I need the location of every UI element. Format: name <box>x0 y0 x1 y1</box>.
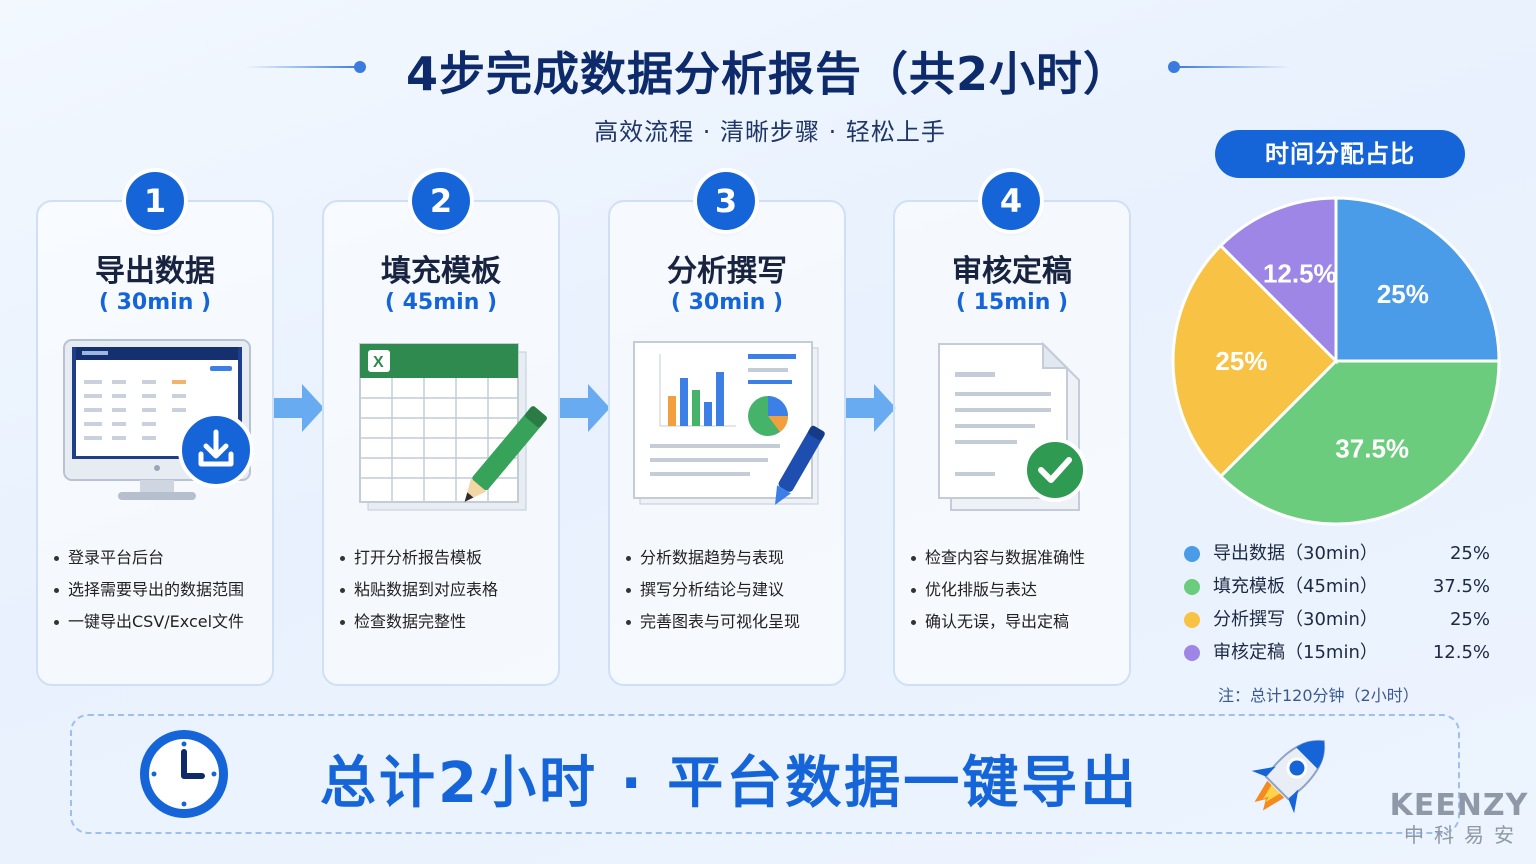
title-row: 4步完成数据分析报告（共2小时） <box>0 34 1536 104</box>
pie-slice <box>1334 196 1501 363</box>
clock-icon <box>134 724 234 824</box>
list-item: 粘贴数据到对应表格 <box>338 574 558 606</box>
legend-swatch <box>1184 645 1200 661</box>
title-decor-line-right <box>1176 66 1291 68</box>
legend-swatch <box>1184 612 1200 628</box>
step-time: ( 45min ) <box>384 290 498 315</box>
step-number-3: 3 <box>697 172 755 230</box>
list-item: 分析数据趋势与表现 <box>624 542 844 574</box>
list-item: 一键导出CSV/Excel文件 <box>52 606 272 638</box>
step-title: 审核定稿 <box>952 254 1072 289</box>
step-number-4: 4 <box>982 172 1040 230</box>
arrow-right-icon <box>844 380 898 436</box>
step-time: ( 30min ) <box>98 290 212 315</box>
step-card-1: 导出数据 ( 30min ) 登录平台后台 <box>36 200 274 686</box>
step-title: 分析撰写 <box>667 254 787 289</box>
step-title: 导出数据 <box>95 254 215 289</box>
page-subtitle: 高效流程 · 清晰步骤 · 轻松上手 <box>594 118 946 146</box>
list-item: 检查内容与数据准确性 <box>909 542 1129 574</box>
arrow-right-icon <box>558 380 612 436</box>
brand-logo: KEENZY 中科易安 <box>1386 790 1532 848</box>
title-decor-line-left <box>245 66 360 68</box>
legend-swatch <box>1184 546 1200 562</box>
step-bullets: 打开分析报告模板 粘贴数据到对应表格 检查数据完整性 <box>338 542 558 638</box>
monitor-download-icon <box>52 332 262 512</box>
pie-note: 注：总计120分钟（2小时） <box>1218 686 1419 705</box>
legend-item: 导出数据（30min） 25% <box>1180 540 1490 573</box>
legend-item: 填充模板（45min） 37.5% <box>1180 573 1490 606</box>
title-decor-dot-left <box>354 61 366 73</box>
list-item: 确认无误，导出定稿 <box>909 606 1129 638</box>
pie-slice <box>1171 243 1339 479</box>
step-title: 填充模板 <box>381 254 501 289</box>
time-allocation-pie-chart: 25% 37.5% 25% 12.5% <box>1171 196 1501 526</box>
list-item: 登录平台后台 <box>52 542 272 574</box>
list-item: 优化排版与表达 <box>909 574 1129 606</box>
excel-template-icon: X <box>338 332 548 512</box>
legend-value: 25% <box>1449 609 1490 630</box>
pie-slice-label: 12.5% <box>1263 259 1337 289</box>
rocket-icon <box>1232 728 1342 828</box>
step-number-1: 1 <box>126 172 184 230</box>
list-item: 检查数据完整性 <box>338 606 558 638</box>
step-card-2: 填充模板 ( 45min ) X 打开分析报告模板 粘贴数据到对应表格 检查数据… <box>322 200 560 686</box>
summary-text: 总计2小时 · 平台数据一键导出 <box>320 751 1140 816</box>
legend-value: 37.5% <box>1432 576 1490 597</box>
step-bullets: 检查内容与数据准确性 优化排版与表达 确认无误，导出定稿 <box>909 542 1129 638</box>
list-item: 选择需要导出的数据范围 <box>52 574 272 606</box>
arrow-right-icon <box>272 380 326 436</box>
legend-value: 12.5% <box>1432 642 1490 663</box>
legend-swatch <box>1184 579 1200 595</box>
legend-value: 25% <box>1449 543 1490 564</box>
step-bullets: 登录平台后台 选择需要导出的数据范围 一键导出CSV/Excel文件 <box>52 542 272 638</box>
brand-name: KEENZY <box>1389 788 1529 823</box>
page-title: 4步完成数据分析报告（共2小时） <box>405 47 1130 101</box>
brand-subtitle: 中科易安 <box>1404 823 1524 847</box>
step-time: ( 15min ) <box>955 290 1069 315</box>
step-bullets: 分析数据趋势与表现 撰写分析结论与建议 完善图表与可视化呈现 <box>624 542 844 638</box>
pie-slice-label: 25% <box>1215 346 1267 376</box>
pie-slice <box>1218 196 1338 365</box>
step-number-2: 2 <box>412 172 470 230</box>
legend-item: 审核定稿（15min） 12.5% <box>1180 639 1490 672</box>
legend-label: 导出数据（30min） <box>1213 543 1378 564</box>
list-item: 撰写分析结论与建议 <box>624 574 844 606</box>
pie-slice-label: 25% <box>1377 279 1429 309</box>
chart-report-icon <box>624 332 834 512</box>
step-time: ( 30min ) <box>670 290 784 315</box>
legend-label: 填充模板（45min） <box>1213 576 1378 597</box>
pie-chart-title: 时间分配占比 <box>1215 130 1465 178</box>
list-item: 打开分析报告模板 <box>338 542 558 574</box>
pie-slice <box>1218 359 1501 526</box>
pie-chart-svg: 25% 37.5% 25% 12.5% <box>1171 196 1501 526</box>
legend-item: 分析撰写（30min） 25% <box>1180 606 1490 639</box>
list-item: 完善图表与可视化呈现 <box>624 606 844 638</box>
pie-legend: 导出数据（30min） 25% 填充模板（45min） 37.5% 分析撰写（3… <box>1180 540 1490 672</box>
legend-label: 分析撰写（30min） <box>1213 609 1378 630</box>
pie-slice-label: 37.5% <box>1335 433 1409 463</box>
title-decor-dot-right <box>1168 61 1180 73</box>
document-check-icon <box>909 332 1119 512</box>
step-card-3: 分析撰写 ( 30min ) <box>608 200 846 686</box>
step-card-4: 审核定稿 ( 15min ) 检查内容与数据准确性 优化排版与表达 确认无误，导… <box>893 200 1131 686</box>
legend-label: 审核定稿（15min） <box>1213 642 1378 663</box>
summary-banner: 总计2小时 · 平台数据一键导出 <box>70 714 1460 834</box>
svg-text:X: X <box>373 354 384 371</box>
